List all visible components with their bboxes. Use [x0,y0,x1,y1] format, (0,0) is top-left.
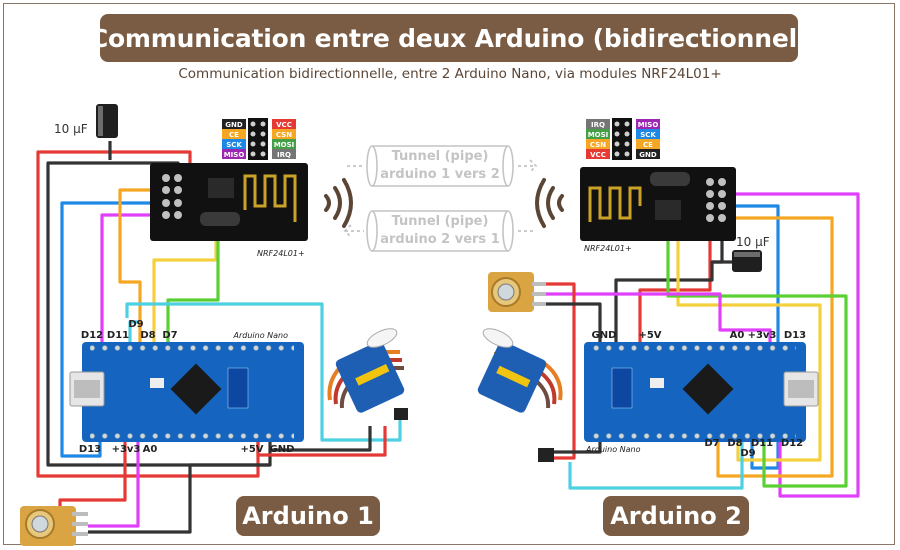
arduino-1-label: Arduino 1 [242,502,374,530]
pin-1-d12: D12 [81,330,103,341]
legend-1-mosi: MOSI [274,141,295,149]
legend-1-sck: SCK [226,141,242,149]
arduino-1-label-badge: Arduino 1 [236,496,380,536]
pin-2-d12: D12 [781,438,803,449]
pin-1-d8: D8 [140,330,155,341]
nrf-1-name: NRF24L01+ [257,249,305,258]
pin-1-3v3: +3v3 [112,444,141,455]
tunnel-2: Tunnel (pipe) arduino 2 vers 1 [343,210,536,252]
wire-servo-gnd-1 [270,426,372,452]
pin-2-d9: D9 [740,448,755,459]
legend-2-mosi: MOSI [588,131,609,139]
wire-ce-2 [716,216,834,478]
wire-pot-vcc-2 [545,282,576,460]
legend-2-vcc: VCC [590,151,606,159]
pin-2-gnd: GND [592,330,617,341]
wire-pot-gnd-1 [88,463,270,534]
legend-2-sck: SCK [640,131,656,139]
pin-1-d13: D13 [79,444,101,455]
legend-1-ce: CE [229,131,239,139]
legend-1-csn: CSN [276,131,292,139]
legend-1-gnd: GND [225,121,243,129]
pin-1-gnd: GND [270,444,295,455]
legend-2-miso: MISO [638,121,659,129]
legend-2-ce: CE [643,141,653,149]
pin-2-d13: D13 [784,330,806,341]
board-1-name: Arduino Nano [233,331,289,340]
wire-servo-vcc-1 [256,426,387,457]
radio-wave-icon-left [324,178,353,228]
tunnel-2-line2: arduino 2 vers 1 [380,232,500,247]
pin-1-5v: +5V [240,444,263,455]
wire-pot-signal-1 [88,442,140,528]
arduino-nano-board-2: Arduino Nano [584,342,819,454]
legend-1-miso: MISO [224,151,245,159]
capacitor-2: 10 µF [732,235,770,272]
pin-1-a0: A0 [143,444,158,455]
board-1-pin-labels: D12 D11 D9 D8 D7 D13 +3v3 A0 +5V GND [79,319,295,455]
arduino-2-label: Arduino 2 [610,502,742,530]
wire-servo-signal-1 [125,302,402,442]
tunnels: Tunnel (pipe) arduino 1 vers 2 Tunnel (p… [324,145,564,252]
nrf-2-name: NRF24L01+ [584,244,632,253]
wire-vcc-2 [638,232,712,345]
pin-1-d9: D9 [128,319,143,330]
wire-gnd-2 [614,232,724,345]
pin-legend-2: IRQ MISO MOSI SCK CSN CE VCC GND [586,118,660,160]
board-2-pin-labels: GND +5V A0 +3v3 D13 D7 D8 D9 D11 D12 [592,330,807,459]
diagram-frame [3,3,895,545]
nrf-module-2: NRF24L01+ [580,167,736,253]
tunnel-1-line1: Tunnel (pipe) [392,149,489,164]
servo-motor-1 [327,328,408,420]
potentiometer-2 [488,272,546,312]
board-2-name: Arduino Nano [585,445,641,454]
potentiometer-1 [20,506,88,546]
legend-1-irq: IRQ [277,151,291,159]
radio-wave-icon-right [535,178,564,228]
legend-2-csn: CSN [590,141,606,149]
page-title: Communication entre deux Arduino (bidire… [89,23,809,53]
tunnel-2-line1: Tunnel (pipe) [392,214,489,229]
pin-2-3v3: +3v3 [748,330,777,341]
pin-2-d11: D11 [751,438,773,449]
tunnel-1: Tunnel (pipe) arduino 1 vers 2 [347,145,538,187]
legend-1-vcc: VCC [276,121,292,129]
capacitor-1: 10 µF [54,104,118,138]
title-banner: Communication entre deux Arduino (bidire… [90,14,808,62]
wire-miso-2 [722,192,860,498]
pin-1-d11: D11 [107,330,129,341]
pin-2-d7: D7 [704,438,719,449]
pin-2-5v: +5V [638,330,661,341]
wire-sck-1 [60,201,178,458]
nrf-module-1: NRF24L01+ [150,163,308,258]
wire-servo-signal-2 [568,442,744,490]
servo-motor-2 [477,328,563,462]
pin-2-a0: A0 [730,330,745,341]
pin-legend-1: GND VCC CE CSN SCK MOSI MISO IRQ [222,118,296,160]
tunnel-1-line2: arduino 1 vers 2 [380,167,500,182]
capacitor-1-label: 10 µF [54,122,88,136]
arduino-2-label-badge: Arduino 2 [603,496,749,536]
wire-pot-signal-2 [545,292,772,345]
pin-1-d7: D7 [162,330,177,341]
arduino1-wires [36,141,402,534]
wire-d9-stub-1 [128,320,140,345]
wire-vcc-1 [36,150,260,478]
legend-2-irq: IRQ [591,121,605,129]
arduino-nano-board-1: Arduino Nano [69,331,304,442]
pin-2-d8: D8 [727,438,742,449]
page-subtitle: Communication bidirectionnelle, entre 2 … [178,66,722,82]
capacitor-2-label: 10 µF [736,235,770,249]
legend-2-gnd: GND [639,151,657,159]
